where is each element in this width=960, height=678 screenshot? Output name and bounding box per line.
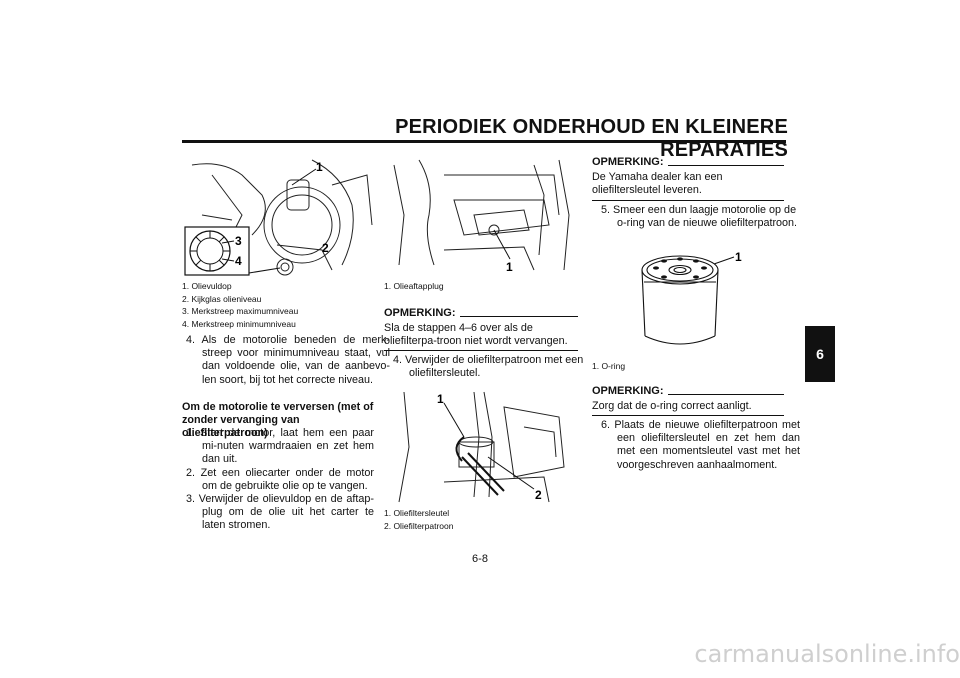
callout-1: 1	[437, 392, 444, 406]
note-label: OPMERKING:	[384, 307, 456, 319]
figure-captions: 1. Olievuldop 2. Kijkglas olieniveau 3. …	[182, 280, 376, 330]
caption: 1. Oliefiltersleutel	[384, 508, 450, 518]
step-6: 6. Plaats de nieuwe oliefilterpatroon me…	[601, 419, 800, 471]
step-4: 4. Als de motorolie beneden de merk-stre…	[186, 334, 390, 386]
callout-2: 2	[535, 488, 542, 502]
header-rule	[182, 140, 786, 143]
note-label: OPMERKING:	[592, 385, 664, 397]
caption: 4. Merkstreep minimumniveau	[182, 318, 296, 329]
section-heading: Om de motorolie te verversen (met of zon…	[182, 401, 374, 440]
page-number: 6-8	[472, 553, 488, 565]
note-heading: OPMERKING:	[592, 385, 784, 397]
page-title: PERIODIEK ONDERHOUD EN KLEINERE REPARATI…	[395, 116, 788, 161]
watermark: carmanualsonline.info	[694, 640, 960, 668]
callout-2: 2	[322, 241, 329, 255]
note-text: Sla de stappen 4–6 over als de oliefilte…	[384, 322, 568, 348]
step-4: 4. Verwijder de oliefilterpatroon met ee…	[393, 354, 584, 380]
note-text: De Yamaha dealer kan een oliefiltersleut…	[592, 171, 723, 197]
note-rule	[592, 415, 784, 416]
caption: 1. O-ring	[592, 361, 626, 371]
figure-captions: 1. Oliefiltersleutel 2. Oliefilterpatroo…	[384, 507, 578, 532]
oil-level-figure: 1 2 3 4	[182, 155, 376, 278]
caption: 2. Oliefilterpatroon	[384, 520, 454, 531]
note-heading: OPMERKING:	[384, 307, 578, 319]
step-1: 1. Start de motor, laat hem een paar mi-…	[186, 427, 374, 466]
caption: 1. Olieaftapplug	[384, 281, 444, 291]
oil-filter-figure: 1	[592, 240, 784, 355]
callout-4: 4	[235, 254, 242, 268]
chapter-tab: 6	[805, 326, 835, 382]
figure-captions: 1. O-ring	[592, 360, 784, 373]
step-2: 2. Zet een oliecarter onder de motor om …	[186, 466, 374, 492]
caption: 2. Kijkglas olieniveau	[182, 293, 262, 304]
caption: 1. Olievuldop	[182, 281, 232, 291]
note-heading: OPMERKING:	[592, 156, 784, 168]
note-rule	[384, 350, 578, 351]
caption: 3. Merkstreep maximumniveau	[182, 306, 299, 316]
callout-1: 1	[506, 260, 513, 274]
callout-3: 3	[235, 234, 242, 248]
note-rule	[592, 200, 784, 201]
note-label: OPMERKING:	[592, 156, 664, 168]
step-5: 5. Smeer een dun laagje motorolie op de …	[601, 204, 798, 230]
steps-list: 1. Start de motor, laat hem een paar mi-…	[186, 427, 374, 533]
note-text: Zorg dat de o-ring correct aanligt.	[592, 400, 752, 412]
step-3: 3. Verwijder de olievuldop en de aftap-p…	[186, 493, 374, 532]
filter-wrench-figure: 1 2	[384, 387, 578, 507]
callout-1: 1	[735, 250, 742, 264]
figure-captions: 1. Olieaftapplug	[384, 280, 578, 293]
drain-plug-figure: 1	[384, 155, 578, 278]
callout-1: 1	[316, 160, 323, 174]
